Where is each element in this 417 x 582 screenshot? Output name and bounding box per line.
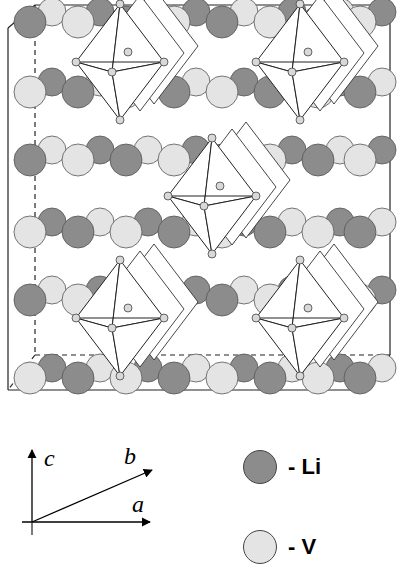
small-atom: [304, 304, 312, 312]
small-atom: [72, 314, 80, 322]
legend-label: - Li: [288, 456, 321, 478]
octahedron-face: [112, 318, 164, 376]
small-atom: [208, 134, 216, 142]
octahedron: [76, 0, 198, 120]
octahedron-edge: [256, 62, 344, 63]
octahedron-face: [76, 62, 120, 120]
atom-sphere: [302, 216, 334, 248]
atom-sphere: [14, 6, 46, 38]
octahedron-edge: [76, 318, 164, 319]
octahedron-face: [292, 62, 344, 120]
small-atom: [200, 202, 208, 210]
cell-edge: [389, 5, 390, 355]
octahedron: [256, 0, 378, 120]
octahedron-face: [292, 318, 344, 376]
atom-sphere: [206, 76, 238, 108]
legend-label: - V: [288, 536, 316, 558]
atom-sphere: [62, 362, 94, 394]
small-atom: [304, 48, 312, 56]
octahedron-edge: [256, 318, 344, 319]
octahedron-edge: [76, 62, 164, 63]
axis-label: b: [124, 444, 136, 468]
atom-sphere: [14, 362, 46, 394]
atom-sphere: [302, 144, 334, 176]
atom-sphere: [254, 362, 286, 394]
octahedron-edge: [168, 196, 256, 197]
axis-label: c: [44, 446, 55, 470]
octahedron-face: [168, 196, 212, 254]
octahedron-face: [256, 318, 300, 376]
octahedron: [168, 122, 290, 254]
small-atom: [208, 250, 216, 258]
small-atom: [296, 0, 304, 8]
small-atom: [108, 68, 116, 76]
atom-sphere: [62, 6, 94, 38]
atom-sphere: [158, 362, 190, 394]
atom-spheres: [14, 0, 396, 394]
cell-edge: [7, 28, 8, 390]
small-atom: [252, 314, 260, 322]
atom-sphere: [14, 284, 46, 316]
atom-sphere: [110, 144, 142, 176]
small-atom: [296, 256, 304, 264]
atom-sphere: [14, 216, 46, 248]
small-atom: [116, 372, 124, 380]
atom-sphere: [110, 216, 142, 248]
small-atom: [108, 324, 116, 332]
small-atom: [288, 68, 296, 76]
octahedron-face: [256, 62, 300, 120]
octahedron-face: [76, 318, 120, 376]
small-atom: [288, 324, 296, 332]
axis-arrow: [32, 470, 152, 522]
legend-swatch: [243, 530, 277, 564]
atom-sphere: [14, 76, 46, 108]
atom-sphere: [62, 144, 94, 176]
small-atom: [340, 314, 348, 322]
octahedron: [256, 244, 378, 376]
octahedron: [76, 244, 198, 376]
octahedron-face: [204, 196, 256, 254]
small-atom: [252, 192, 260, 200]
atom-sphere: [62, 76, 94, 108]
small-atom: [116, 0, 124, 8]
small-atom: [116, 116, 124, 124]
atom-sphere: [62, 216, 94, 248]
small-atom: [340, 58, 348, 66]
legend-swatch: [243, 450, 277, 484]
axis-label: a: [132, 492, 144, 516]
small-atom: [296, 116, 304, 124]
small-atom: [72, 58, 80, 66]
atom-sphere: [206, 362, 238, 394]
anion-atoms: [72, 0, 348, 380]
atom-sphere: [158, 216, 190, 248]
atom-sphere: [344, 144, 376, 176]
atom-sphere: [344, 362, 376, 394]
small-atom: [252, 58, 260, 66]
atom-sphere: [344, 216, 376, 248]
small-atom: [164, 192, 172, 200]
atom-sphere: [158, 144, 190, 176]
small-atom: [124, 48, 132, 56]
small-atom: [296, 372, 304, 380]
small-atom: [160, 314, 168, 322]
octahedron-face: [112, 62, 164, 120]
axis-arrow: [22, 521, 150, 522]
small-atom: [160, 58, 168, 66]
atom-sphere: [206, 284, 238, 316]
small-atom: [124, 304, 132, 312]
atom-sphere: [206, 6, 238, 38]
axis-stub: [31, 522, 32, 535]
atom-sphere: [14, 144, 46, 176]
small-atom: [116, 256, 124, 264]
axis-arrow: [31, 450, 32, 522]
small-atom: [216, 182, 224, 190]
